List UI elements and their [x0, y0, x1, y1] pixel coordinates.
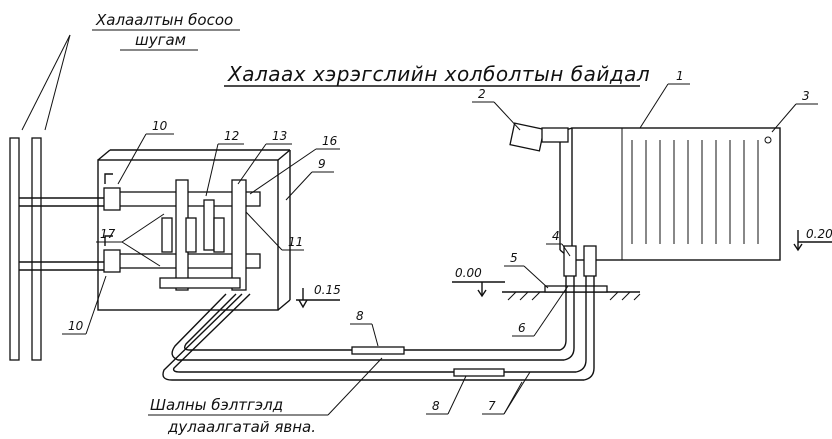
- callout-6: 6: [518, 321, 526, 335]
- floor-note-line2: дулаалгатай явна.: [167, 418, 316, 436]
- callouts: 1 2 3 4 5 6 7 8 8 9 10 10 11 12 13 16 17: [62, 69, 818, 415]
- level-radiator-label: 0.20: [806, 227, 832, 241]
- manifold-cabinet: [97, 149, 291, 311]
- level-floor-label: 0.00: [455, 266, 482, 280]
- callout-1: 1: [676, 69, 684, 83]
- riser-leader-1: [21, 34, 71, 131]
- callout-2: 2: [478, 87, 486, 101]
- callout-3: 3: [802, 89, 810, 103]
- level-marker-manifold: 0.15: [296, 283, 341, 309]
- floor-pipes: [162, 276, 595, 381]
- riser-label-line2: шугам: [135, 31, 186, 49]
- callout-7: 7: [488, 399, 496, 413]
- floor-section: [502, 285, 641, 301]
- level-marker-radiator: 0.20: [793, 227, 832, 252]
- callout-17: 17: [100, 227, 116, 241]
- diagram-title: Халаах хэрэгслийн холболтын байдал: [227, 62, 650, 86]
- callout-11: 11: [288, 235, 303, 249]
- callout-10a: 10: [152, 119, 168, 133]
- level-marker-floor: 0.00: [452, 266, 505, 298]
- callout-10b: 10: [68, 319, 84, 333]
- callout-12: 12: [224, 129, 239, 143]
- riser-label-line1: Халаалтын босоо: [95, 11, 233, 29]
- callout-8b: 8: [432, 399, 440, 413]
- manifold-supply: [103, 173, 261, 291]
- callout-8a: 8: [356, 309, 364, 323]
- callout-5: 5: [510, 251, 518, 265]
- callout-4: 4: [552, 229, 560, 243]
- radiator: [559, 127, 781, 261]
- riser-leader-2: [44, 34, 71, 131]
- thermostatic-head: [509, 122, 569, 152]
- callout-16: 16: [322, 134, 338, 148]
- radiator-valves: [563, 245, 597, 277]
- floor-note-line1: Шалны бэлтгэлд: [150, 396, 283, 414]
- floor-note-leader: [327, 357, 383, 416]
- callout-13: 13: [272, 129, 287, 143]
- callout-9: 9: [318, 157, 326, 171]
- level-manifold-label: 0.15: [314, 283, 341, 297]
- riser-pipes: [9, 137, 110, 361]
